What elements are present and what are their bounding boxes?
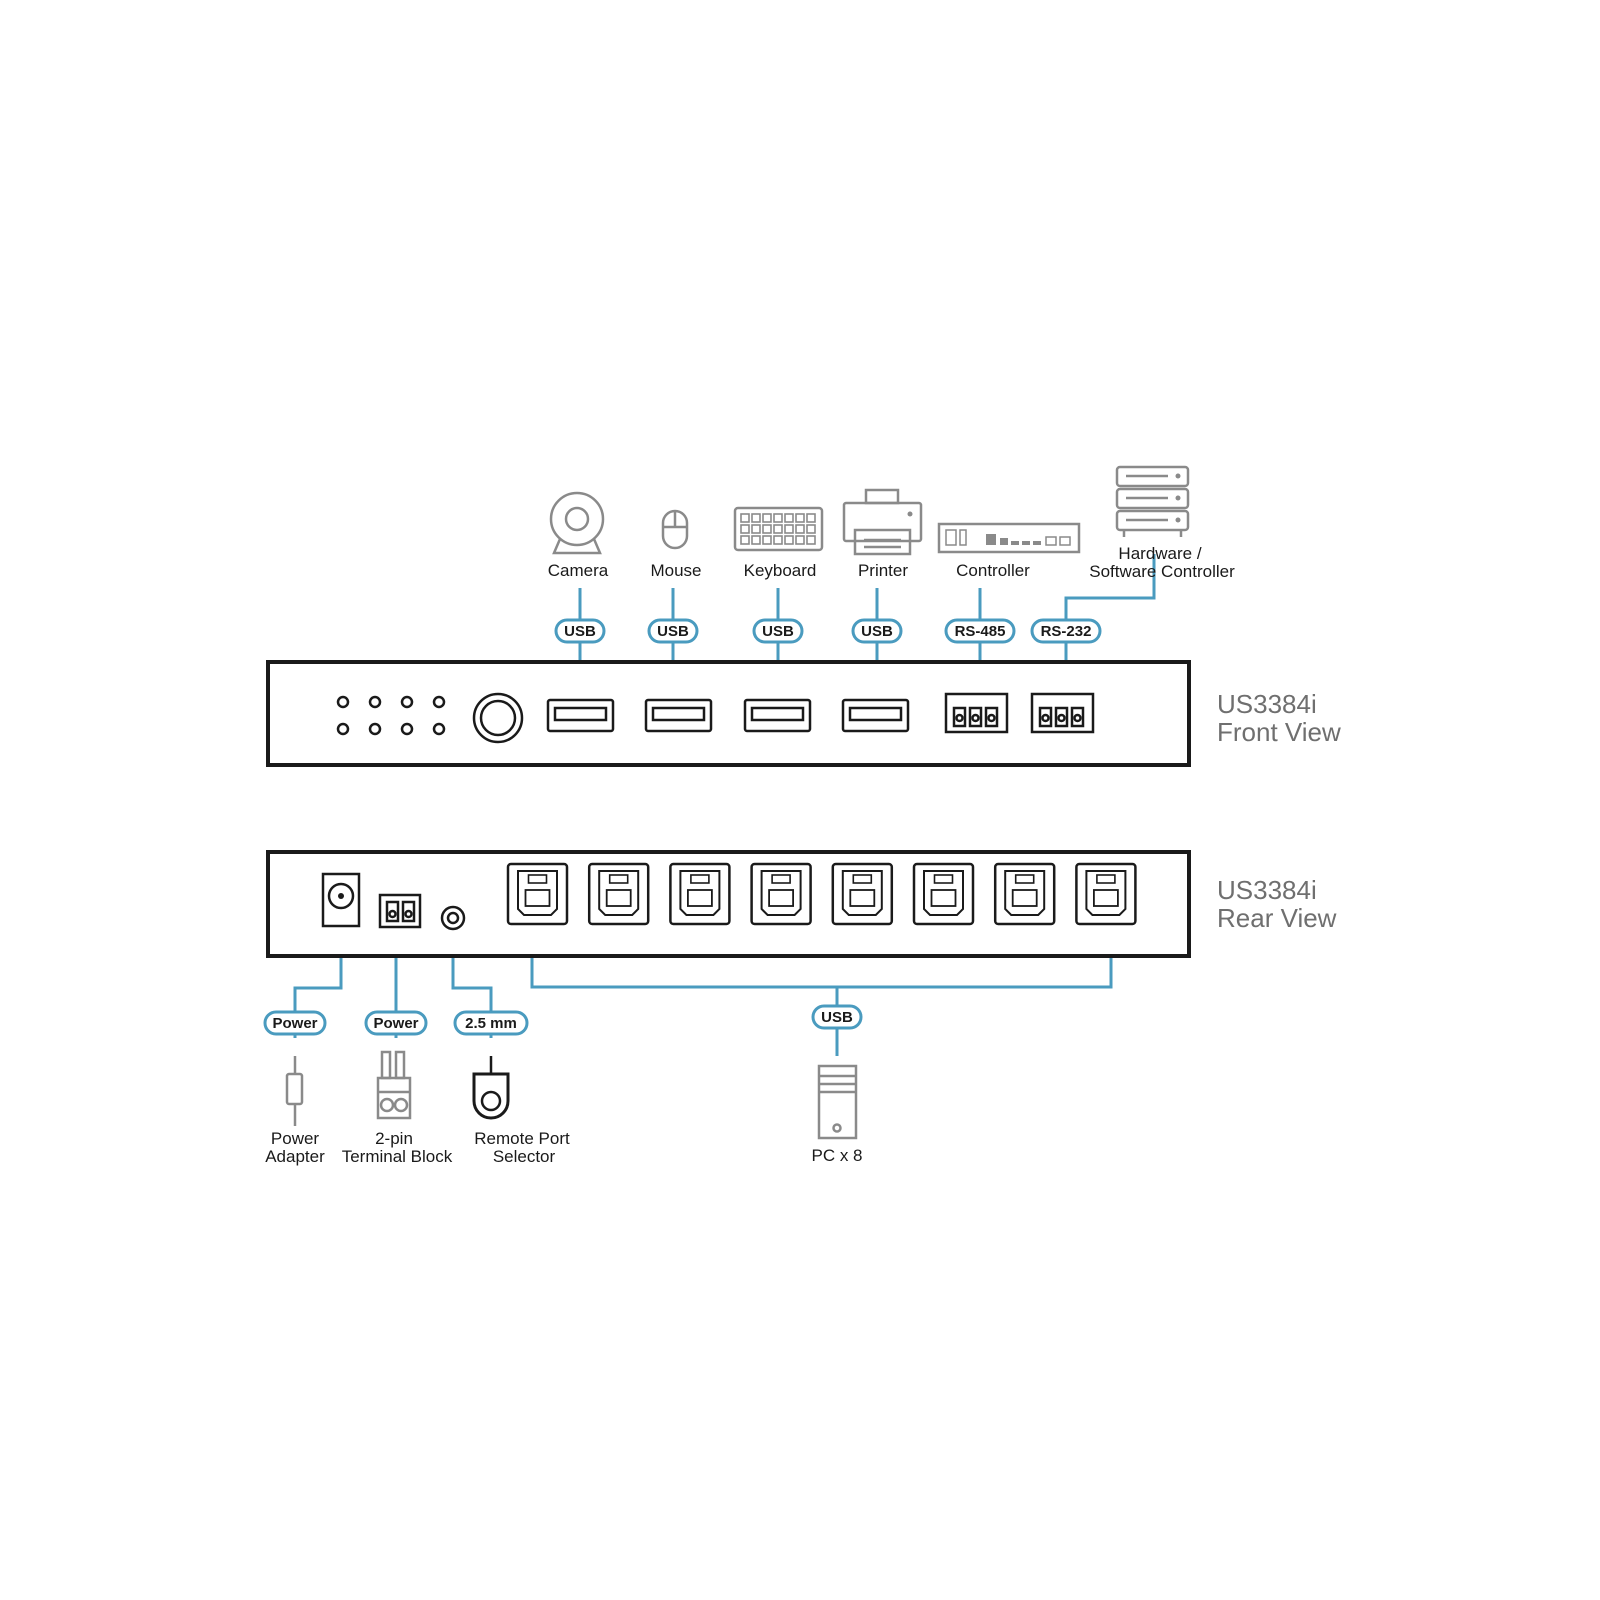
- device-label-terminal-block-line2: Terminal Block: [342, 1147, 453, 1166]
- port-badge-terminal-block: Power: [364, 1010, 428, 1036]
- port-badge-label: Power: [272, 1015, 317, 1032]
- usb-b-port-3: [669, 862, 731, 926]
- usb-b-port-7: [993, 862, 1056, 926]
- port-badge-power-adapter: Power: [263, 1010, 327, 1036]
- port-badge-label: USB: [861, 623, 893, 640]
- port-selection-button: [472, 692, 524, 744]
- device-label-remote-port-line1: Remote Port: [474, 1129, 570, 1148]
- device-label-keyboard: Keyboard: [744, 561, 817, 580]
- port-badge-printer: USB: [851, 618, 903, 644]
- dc-power-jack: [321, 872, 361, 928]
- port-badge-label: 2.5 mm: [465, 1015, 517, 1032]
- device-label-controller: Controller: [956, 561, 1030, 580]
- front-view-title: Front View: [1217, 717, 1341, 747]
- device-label-mouse: Mouse: [650, 561, 701, 580]
- webcam-icon: [549, 491, 605, 555]
- port-badge-pc: USB: [811, 1004, 863, 1030]
- port-badge-controller: RS-485: [944, 618, 1016, 644]
- usb-b-port-5: [831, 862, 894, 926]
- usb-b-port-4: [750, 862, 812, 926]
- usb-a-port-4: [841, 698, 910, 733]
- port-badge-label: RS-485: [955, 623, 1006, 640]
- device-label-hw-sw-controller-line1: Hardware /: [1118, 544, 1201, 563]
- pc-tower-icon: [817, 1064, 858, 1140]
- controller-icon: [937, 522, 1081, 554]
- printer-icon: [842, 488, 923, 556]
- usb-b-port-8: [1075, 862, 1137, 926]
- device-label-printer: Printer: [858, 561, 908, 580]
- remote-selector-icon: [472, 1056, 510, 1120]
- port-badge-keyboard: USB: [752, 618, 804, 644]
- device-label-camera: Camera: [548, 561, 609, 580]
- rear-view-title: Rear View: [1217, 903, 1337, 933]
- device-label-remote-port-line2: Selector: [493, 1147, 556, 1166]
- keyboard-icon: [733, 506, 824, 552]
- mouse-icon: [661, 509, 689, 550]
- port-badge-camera: USB: [554, 618, 606, 644]
- rear-wires: [293, 940, 1113, 1056]
- device-label-power-adapter-line2: Adapter: [265, 1147, 325, 1166]
- port-badge-label: USB: [657, 623, 689, 640]
- terminal-block-icon: [376, 1050, 412, 1120]
- device-label-power-adapter-line1: Power: [271, 1129, 320, 1148]
- device-label-hw-sw-controller-line2: Software Controller: [1089, 562, 1235, 581]
- terminal-block-port: [378, 893, 422, 929]
- usb-a-port-1: [546, 698, 615, 733]
- usb-b-port-2: [587, 862, 650, 926]
- usb-a-port-2: [644, 698, 713, 733]
- usb-b-port-1: [506, 862, 569, 926]
- front-model-title: US3384i: [1217, 689, 1317, 719]
- port-badge-hw-sw-controller: RS-232: [1030, 618, 1102, 644]
- rs485-terminal-port: [944, 692, 1009, 734]
- port-badge-remote-port: 2.5 mm: [453, 1010, 529, 1036]
- port-badge-mouse: USB: [647, 618, 699, 644]
- port-badge-label: USB: [821, 1009, 853, 1026]
- device-label-terminal-block-line1: 2-pin: [375, 1129, 413, 1148]
- port-badge-label: USB: [762, 623, 794, 640]
- rear-model-title: US3384i: [1217, 875, 1317, 905]
- port-badge-label: RS-232: [1041, 623, 1092, 640]
- power-plug-icon: [285, 1056, 304, 1126]
- device-label-pc: PC x 8: [811, 1146, 862, 1165]
- rear-panel: [266, 850, 1191, 958]
- server-icon: [1115, 465, 1190, 537]
- rs232-terminal-port: [1030, 692, 1095, 734]
- usb-b-ports: [506, 862, 1137, 926]
- port-badge-label: Power: [373, 1015, 418, 1032]
- port-leds: [336, 695, 446, 736]
- usb-a-port-3: [743, 698, 812, 733]
- port-badge-label: USB: [564, 623, 596, 640]
- front-panel: [266, 660, 1191, 767]
- remote-port-jack: [440, 905, 466, 931]
- usb-b-port-6: [912, 862, 975, 926]
